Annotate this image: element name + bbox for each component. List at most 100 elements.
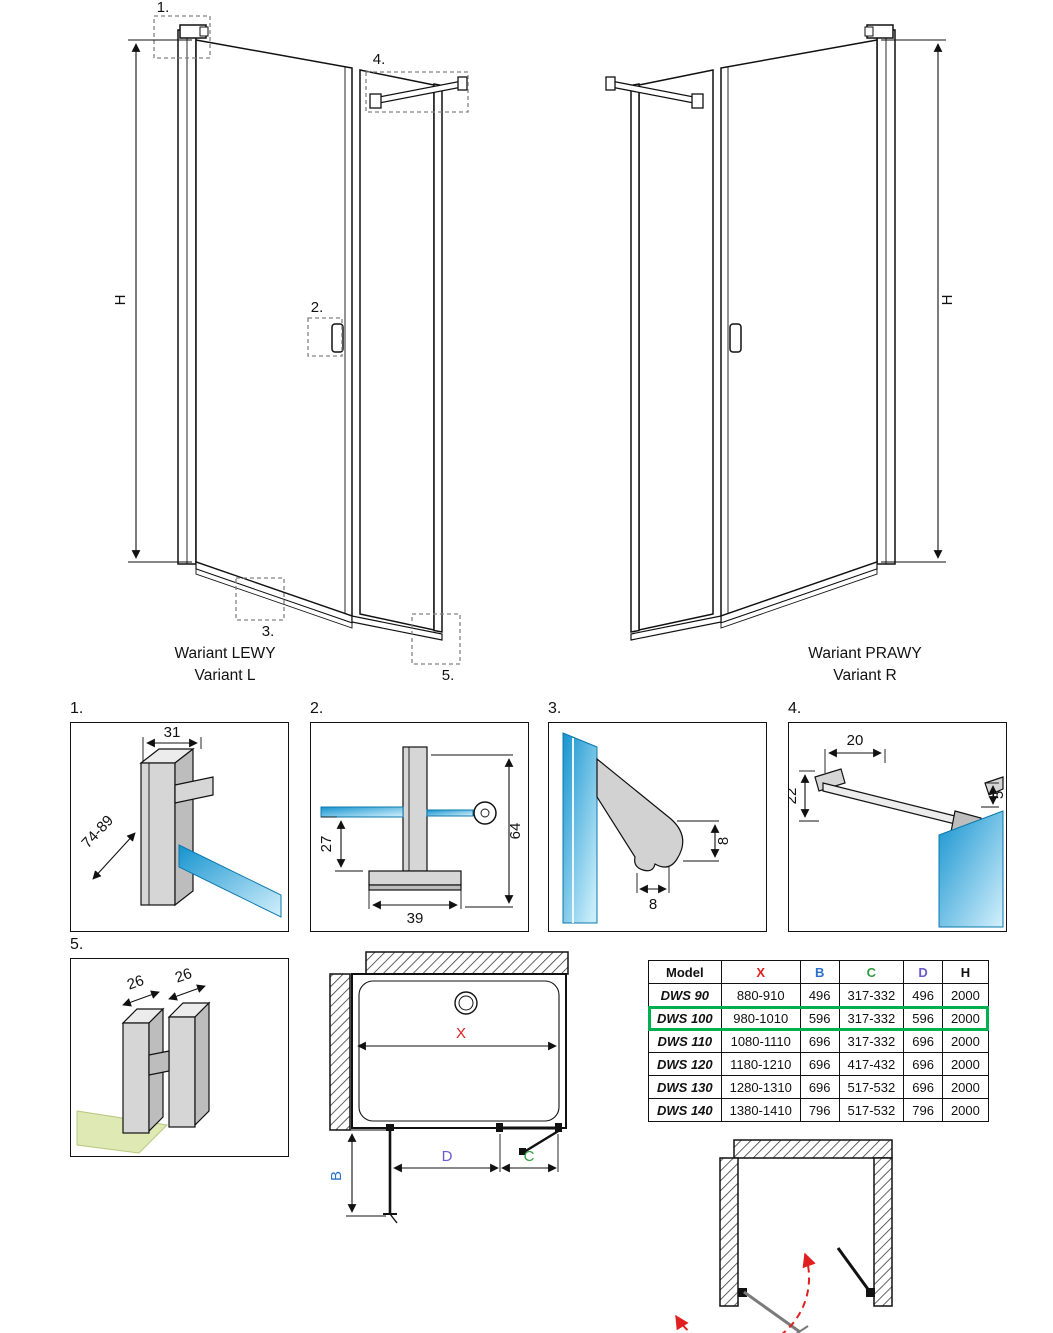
seal-profile — [596, 757, 684, 872]
top-view: X B D C — [328, 951, 569, 1224]
cell-h: 2000 — [941, 1052, 989, 1076]
cell-b: 696 — [799, 1075, 840, 1099]
cell-d: 696 — [903, 1075, 943, 1099]
cell-d: 496 — [903, 983, 943, 1007]
detail-4-dim-22: 22 — [789, 788, 800, 805]
height-dimension-right: H — [881, 39, 956, 563]
swing-arc — [675, 1252, 816, 1333]
detail-5: 5. 26 26 — [70, 936, 289, 1157]
cell-d: 696 — [903, 1029, 943, 1053]
cell-h: 2000 — [941, 983, 989, 1007]
detail-5-drawing: 26 26 — [76, 965, 211, 1154]
variant-left-subtitle: Variant L — [194, 667, 256, 685]
detail-5-dim-right: 26 — [173, 965, 194, 987]
cell-c: 417-432 — [838, 1052, 905, 1076]
table-row: DWS 120 1180-1210 696 417-432 696 2000 — [648, 1052, 989, 1076]
header-d: D — [903, 960, 943, 984]
cell-model: DWS 130 — [648, 1075, 722, 1099]
drain — [454, 991, 478, 1015]
cell-model: DWS 120 — [648, 1052, 722, 1076]
swing-left-wall — [719, 1157, 739, 1307]
detail-4: 4. 20 22 5 — [788, 700, 1007, 932]
detail-4-label: 4. — [788, 700, 802, 717]
glass-panel — [938, 810, 1004, 928]
cell-b: 696 — [799, 1029, 840, 1053]
header-h: H — [941, 960, 989, 984]
callout-2-label: 2. — [311, 299, 324, 316]
detail-5-dim-left: 26 — [125, 972, 146, 994]
detail-1-dim-31: 31 — [164, 724, 181, 741]
detail-3-drawing: 8 8 — [562, 732, 732, 924]
swing-fixed-panel — [836, 1247, 872, 1293]
detail-1: 1. 31 74-89 — [70, 700, 289, 932]
fixed-panel — [359, 69, 435, 631]
right-elevation — [605, 24, 896, 641]
detail-1-label: 1. — [70, 700, 84, 717]
cell-c: 317-332 — [838, 983, 905, 1007]
cell-x: 1080-1110 — [720, 1029, 801, 1053]
seal-profile-end — [473, 801, 497, 825]
cell-h: 2000 — [941, 1029, 989, 1053]
cell-b: 496 — [799, 983, 840, 1007]
cell-h: 2000 — [941, 1006, 989, 1030]
top-wall — [365, 951, 569, 975]
left-wall — [329, 973, 351, 1131]
callout-box-3 — [235, 577, 285, 621]
callout-4-label: 4. — [373, 51, 386, 68]
callout-1-label: 1. — [157, 0, 170, 16]
cell-model: DWS 100 — [648, 1006, 722, 1030]
detail-5-label: 5. — [70, 936, 84, 953]
callouts: 1. 4. 2. 3. 5. — [153, 0, 469, 684]
detail-2: 2. 27 39 64 — [310, 700, 529, 932]
callout-box-5 — [411, 613, 461, 665]
detail-2-drawing: 27 39 64 — [318, 746, 524, 927]
detail-1-drawing: 31 74-89 — [78, 724, 282, 918]
cell-b: 796 — [799, 1098, 840, 1122]
swing-diagram — [675, 1139, 893, 1333]
left-elevation — [177, 24, 468, 641]
cell-c: 517-532 — [838, 1075, 905, 1099]
variant-right-caption: Wariant PRAWY Variant R — [755, 643, 975, 688]
cell-x: 1280-1310 — [720, 1075, 801, 1099]
dim-c-label: C — [524, 1148, 535, 1165]
table-row: DWS 110 1080-1110 696 317-332 696 2000 — [648, 1029, 989, 1053]
detail-3-dim-h: 8 — [715, 837, 732, 845]
detail-1-dim-depth: 74-89 — [78, 812, 117, 852]
glass-panel — [562, 732, 598, 924]
detail-2-dim-27: 27 — [318, 836, 335, 853]
cell-b: 696 — [799, 1052, 840, 1076]
cell-b: 596 — [799, 1006, 840, 1030]
variant-right-title: Wariant PRAWY — [808, 645, 922, 662]
swing-hinge-right — [866, 1288, 875, 1297]
cell-h: 2000 — [941, 1098, 989, 1122]
detail-4-dim-20: 20 — [847, 732, 864, 749]
door-glass — [195, 39, 353, 618]
callout-5-label: 5. — [442, 667, 455, 684]
table-row: DWS 90 880-910 496 317-332 496 2000 — [648, 983, 989, 1007]
detail-3-dim-w: 8 — [649, 896, 657, 913]
size-table: Model X B C D H DWS 90 880-910 496 317-3… — [647, 960, 990, 1122]
cell-x: 980-1010 — [720, 1006, 801, 1030]
header-x: X — [720, 960, 801, 984]
dim-b-label: B — [328, 1171, 345, 1181]
cell-x: 1380-1410 — [720, 1098, 801, 1122]
table-row-highlighted: DWS 100 980-1010 596 317-332 596 2000 — [647, 1005, 990, 1031]
callout-box-2 — [307, 317, 343, 357]
detail-3-label: 3. — [548, 700, 562, 717]
cell-d: 696 — [903, 1052, 943, 1076]
header-b: B — [799, 960, 840, 984]
cell-x: 880-910 — [720, 983, 801, 1007]
dim-x-label: X — [456, 1025, 466, 1042]
glass-seal-strip — [320, 806, 404, 818]
cell-c: 317-332 — [838, 1029, 905, 1053]
callout-3-label: 3. — [262, 623, 275, 640]
ajar-door — [523, 1128, 561, 1154]
swing-right-wall — [873, 1157, 893, 1307]
table-row: DWS 140 1380-1410 796 517-532 796 2000 — [648, 1098, 989, 1122]
detail-2-label: 2. — [310, 700, 324, 717]
variant-left-title: Wariant LEWY — [174, 645, 276, 662]
height-dimension-left: H — [112, 39, 192, 563]
header-model: Model — [648, 960, 722, 984]
variant-right-subtitle: Variant R — [833, 667, 897, 685]
